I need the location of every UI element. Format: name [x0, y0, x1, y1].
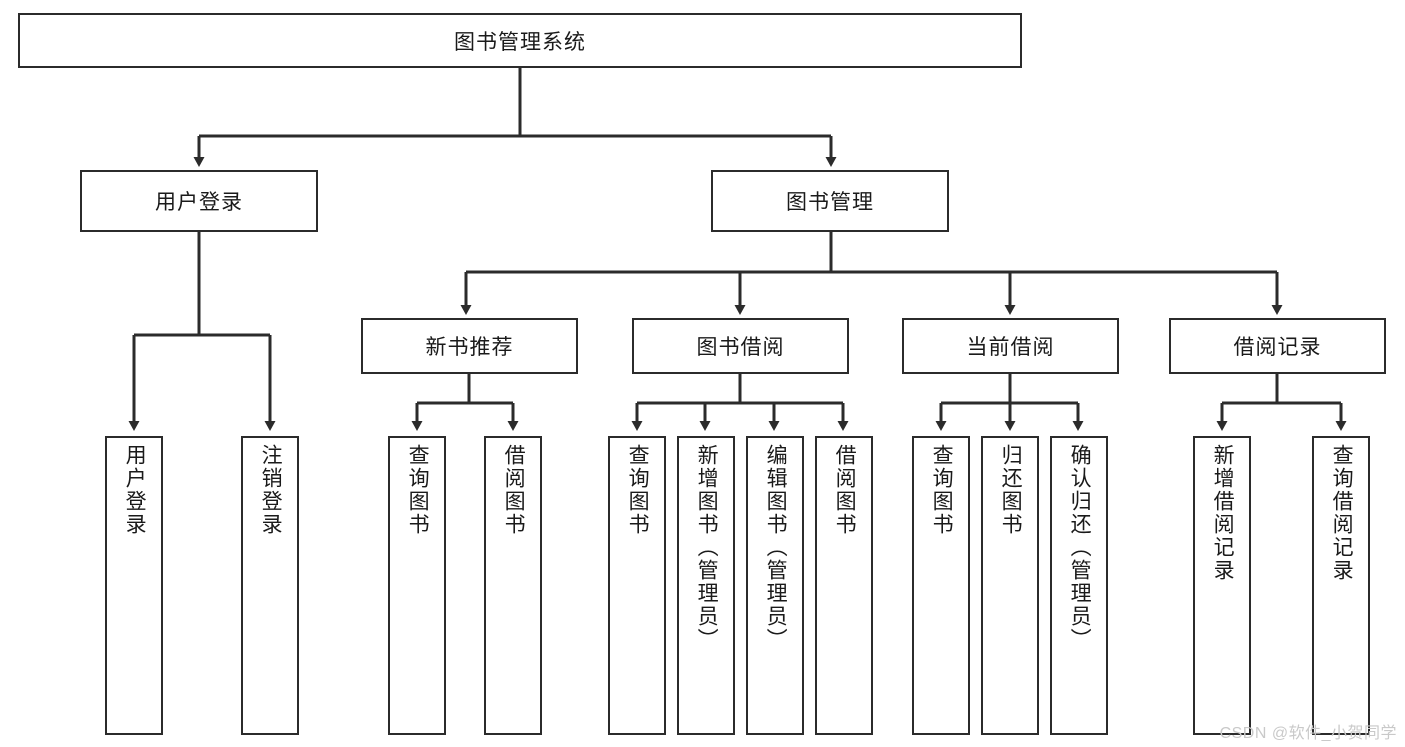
leaf-borrow-book[interactable]: 借阅图书 [815, 436, 873, 735]
node-label: 归还图书 [999, 444, 1023, 536]
leaf-confirm-return-admin[interactable]: 确认归还（管理员） [1050, 436, 1108, 735]
leaf-query-borrow-record[interactable]: 查询借阅记录 [1312, 436, 1370, 735]
node-label: 借阅记录 [1233, 336, 1322, 359]
node-label: 新增图书（管理员） [695, 444, 719, 651]
node-label: 借阅图书 [833, 444, 857, 536]
node-borrow-record[interactable]: 借阅记录 [1169, 318, 1386, 374]
leaf-user-login[interactable]: 用户登录 [105, 436, 163, 735]
node-label: 注销登录 [259, 444, 283, 536]
node-current-borrow[interactable]: 当前借阅 [902, 318, 1119, 374]
leaf-edit-book-admin[interactable]: 编辑图书（管理员） [746, 436, 804, 735]
leaf-add-book-admin[interactable]: 新增图书（管理员） [677, 436, 735, 735]
node-label: 图书借阅 [696, 336, 785, 359]
node-label: 确认归还（管理员） [1068, 444, 1092, 651]
node-book-management[interactable]: 图书管理 [711, 170, 949, 232]
watermark: CSDN @软件_小贺同学 [1219, 725, 1397, 742]
leaf-borrow-book-recommend[interactable]: 借阅图书 [484, 436, 542, 735]
node-label: 用户登录 [155, 191, 243, 214]
node-system-root[interactable]: 图书管理系统 [18, 13, 1022, 68]
node-new-book-recommend[interactable]: 新书推荐 [361, 318, 578, 374]
leaf-query-book-borrow[interactable]: 查询图书 [608, 436, 666, 735]
leaf-add-borrow-record[interactable]: 新增借阅记录 [1193, 436, 1251, 735]
node-label: 查询图书 [406, 444, 430, 536]
node-label: 查询借阅记录 [1330, 444, 1354, 582]
node-label: 用户登录 [123, 444, 147, 536]
node-user-login[interactable]: 用户登录 [80, 170, 318, 232]
node-label: 新增借阅记录 [1211, 444, 1235, 582]
node-label: 图书管理系统 [454, 30, 586, 54]
node-label: 借阅图书 [502, 444, 526, 536]
leaf-query-book-current[interactable]: 查询图书 [912, 436, 970, 735]
node-label: 当前借阅 [966, 336, 1055, 359]
node-book-borrow[interactable]: 图书借阅 [632, 318, 849, 374]
node-label: 新书推荐 [425, 336, 514, 359]
node-label: 查询图书 [626, 444, 650, 536]
node-label: 编辑图书（管理员） [764, 444, 788, 651]
leaf-logout[interactable]: 注销登录 [241, 436, 299, 735]
node-label: 查询图书 [930, 444, 954, 536]
leaf-query-book-recommend[interactable]: 查询图书 [388, 436, 446, 735]
leaf-return-book[interactable]: 归还图书 [981, 436, 1039, 735]
node-label: 图书管理 [786, 191, 874, 214]
